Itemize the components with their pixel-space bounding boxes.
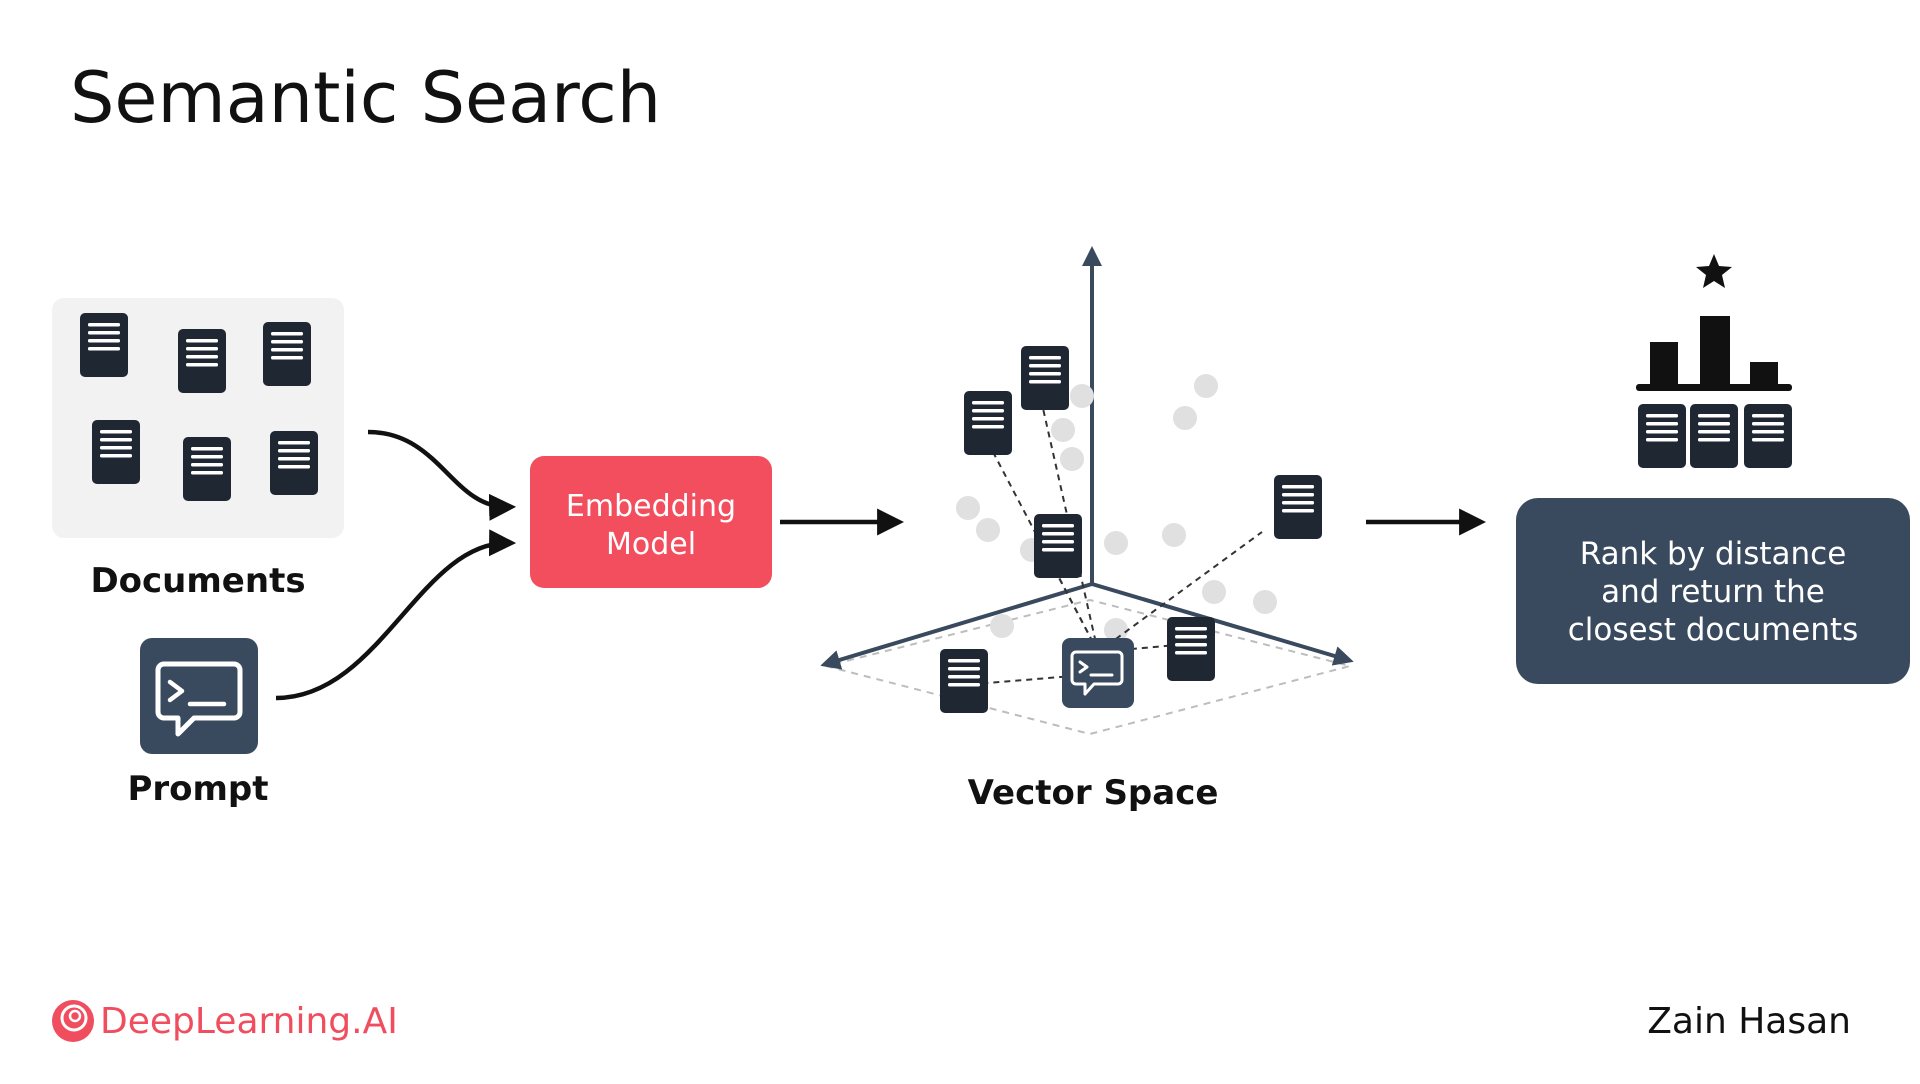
embedding-dot	[1070, 384, 1094, 408]
embedding-dot	[1104, 618, 1128, 642]
document-icon	[1690, 404, 1738, 468]
document-icon	[1021, 346, 1069, 410]
embedding-dot	[1173, 406, 1197, 430]
z-axis	[1091, 582, 1354, 666]
embedding-dot	[1162, 523, 1186, 547]
vector-space	[820, 246, 1354, 736]
star-icon	[1696, 254, 1732, 288]
document-icon	[940, 649, 988, 713]
vector-space-label: Vector Space	[968, 773, 1219, 813]
document-icon	[183, 437, 231, 501]
distance-line	[1041, 403, 1099, 653]
x-axis	[820, 582, 1093, 670]
embedding-model-box: Embedding Model	[530, 456, 772, 588]
documents-panel	[52, 298, 344, 538]
rank-box-line3: closest documents	[1568, 612, 1859, 648]
page-title: Semantic Search	[70, 57, 661, 139]
document-icon	[92, 420, 140, 484]
embedding-dot	[976, 518, 1000, 542]
embedding-model-line1: Embedding	[566, 489, 736, 524]
embedding-dot	[1253, 590, 1277, 614]
distance-line	[1097, 531, 1263, 653]
prompt-terminal-icon	[140, 638, 258, 754]
author-name: Zain Hasan	[1647, 1001, 1851, 1042]
deeplearning-logo-icon	[52, 1000, 94, 1042]
document-icon	[1638, 404, 1686, 468]
embedding-dot	[1051, 418, 1075, 442]
rank-box-line2: and return the	[1601, 574, 1825, 610]
embedding-dot	[1104, 531, 1128, 555]
document-icon	[1167, 617, 1215, 681]
bar-chart-star-icon	[1636, 254, 1792, 468]
embedding-model-line2: Model	[606, 527, 696, 562]
embedding-dot	[1202, 580, 1226, 604]
document-icon	[964, 391, 1012, 455]
documents-arrow	[367, 429, 517, 521]
embedding-dot	[990, 614, 1014, 638]
document-icon	[80, 313, 128, 377]
document-icon	[178, 329, 226, 393]
brand-name: DeepLearning.AI	[100, 1001, 398, 1042]
document-icon	[263, 322, 311, 386]
document-icon	[1744, 404, 1792, 468]
rank-box: Rank by distance and return the closest …	[1516, 498, 1910, 684]
prompt-arrow	[275, 529, 517, 701]
document-icon	[1034, 514, 1082, 578]
embedding-dot	[1194, 374, 1218, 398]
prompt-terminal-icon	[1062, 638, 1134, 708]
document-icon	[270, 431, 318, 495]
document-icon	[1274, 475, 1322, 539]
documents-label: Documents	[90, 561, 305, 601]
embedding-dot	[956, 496, 980, 520]
rank-box-line1: Rank by distance	[1580, 536, 1847, 572]
distance-line	[986, 673, 1099, 684]
prompt-label: Prompt	[127, 769, 268, 809]
embedding-dot	[1060, 447, 1084, 471]
